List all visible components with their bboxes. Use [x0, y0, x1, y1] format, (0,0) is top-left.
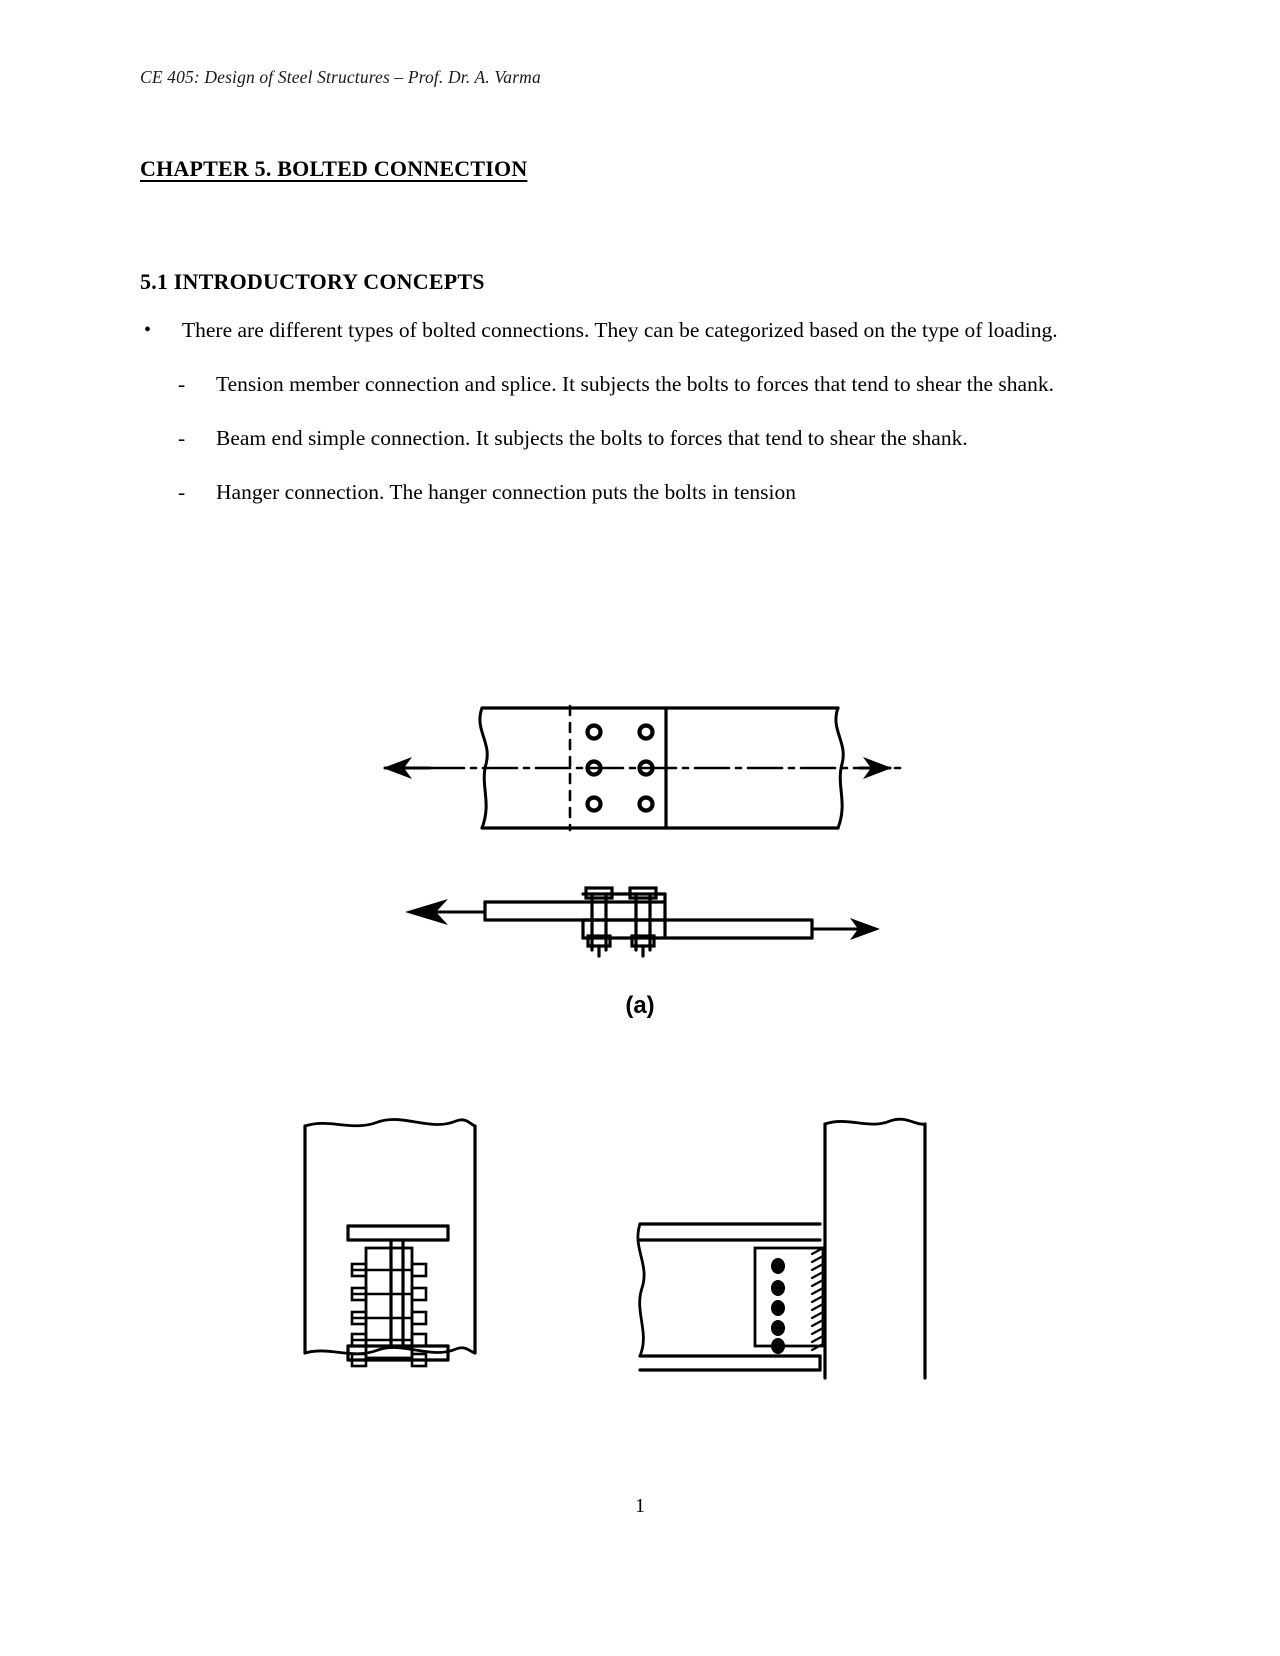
introductory-concepts-list: • There are different types of bolted co… [140, 303, 1080, 519]
page-number: 1 [635, 1495, 645, 1517]
bullet-dash-icon: - [178, 480, 186, 504]
list-item: - Hanger connection. The hanger connecti… [178, 465, 1078, 519]
chapter-title: CHAPTER 5. BOLTED CONNECTION [140, 155, 528, 181]
list-item: - Tension member connection and splice. … [178, 357, 1078, 411]
list-item-text: Beam end simple connection. It subjects … [216, 426, 968, 450]
bullet-dash-icon: - [178, 426, 186, 450]
figure-caption-a: (a) [625, 992, 655, 1019]
tension-splice-figure [383, 704, 907, 958]
figure-group: (a) [0, 680, 1280, 1388]
list-item-text: Tension member connection and splice. It… [216, 372, 1054, 396]
running-header: CE 405: Design of Steel Structures – Pro… [140, 67, 541, 87]
sub-list: - Tension member connection and splice. … [178, 357, 1078, 519]
list-item-text: Hanger connection. The hanger connection… [216, 480, 796, 504]
bullet-disc-icon: • [144, 319, 152, 341]
list-item: - Beam end simple connection. It subject… [178, 411, 1078, 465]
bullet-dash-icon: - [178, 372, 186, 396]
list-item: • There are different types of bolted co… [140, 303, 1080, 357]
list-item-text: There are different types of bolted conn… [182, 318, 1058, 342]
section-heading: 5.1 INTRODUCTORY CONCEPTS [140, 269, 485, 295]
connection-figures [303, 1117, 927, 1380]
